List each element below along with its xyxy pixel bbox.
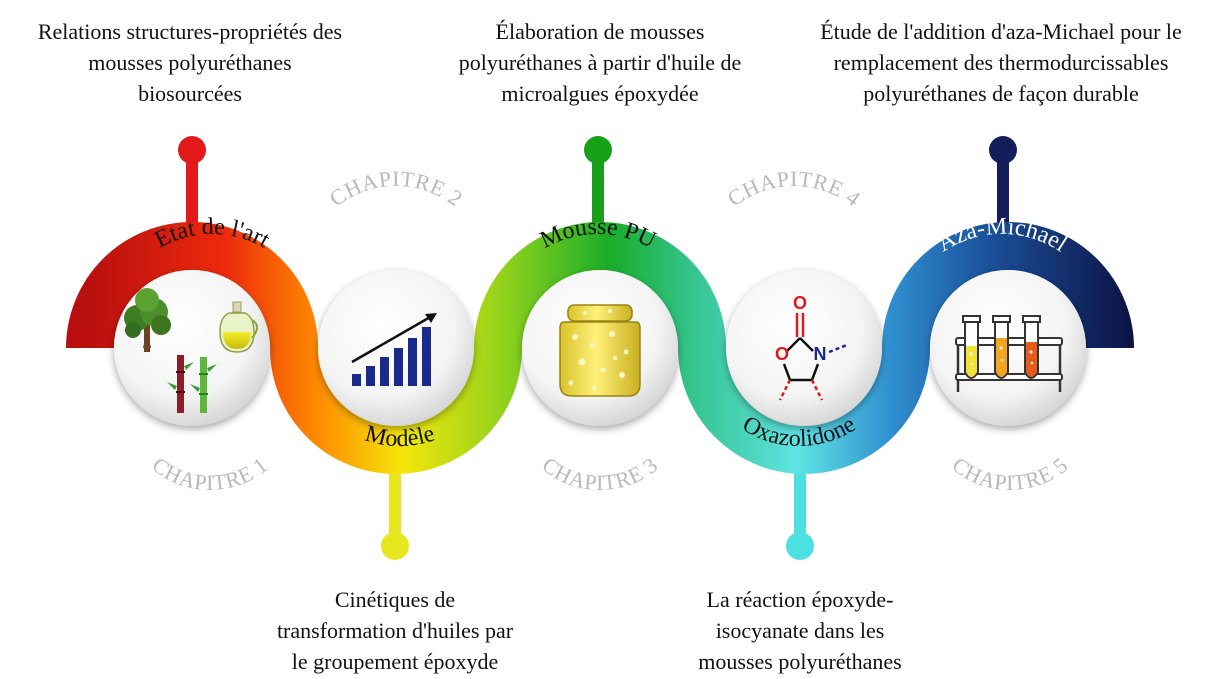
chapter-3-description-line: polyuréthanes à partir d'huile de xyxy=(458,50,742,75)
chapter-5-description: Étude de l'addition d'aza-Michael pour l… xyxy=(785,16,1217,109)
chapter-3-number-label: CHAPITRE 3 xyxy=(538,452,663,495)
chapter-2-description-line: le groupement époxyde xyxy=(291,649,499,674)
chapter-2-description: Cinétiques de transformation d'huiles pa… xyxy=(225,584,565,677)
atom-n: N xyxy=(814,344,827,364)
bamboo-icon xyxy=(167,355,217,413)
atom-o-ring: O xyxy=(775,344,789,364)
chapter-1-number-label: CHAPITRE 1 xyxy=(148,452,273,495)
tree-icon xyxy=(124,288,171,352)
chapter-4-description-line: mousses polyuréthanes xyxy=(698,649,902,674)
chapter-4-pin xyxy=(786,460,814,560)
chapter-4-description-line: La réaction époxyde- xyxy=(706,587,894,612)
chapter-3-description: Élaboration de mousses polyuréthanes à p… xyxy=(405,16,795,109)
chapter-4-disc xyxy=(726,270,882,426)
chapter-4-description-line: isocyanate dans les xyxy=(715,618,885,643)
oxazolidone-molecule-icon: O O N xyxy=(775,293,848,401)
rising-bar-chart-icon xyxy=(351,313,437,386)
chapter-2-description-line: Cinétiques de xyxy=(334,587,456,612)
chapter-3-description-line: Élaboration de mousses xyxy=(495,19,705,44)
chapter-5-number-label: CHAPITRE 5 xyxy=(948,452,1073,495)
chapter-2-pin xyxy=(381,460,409,560)
chapter-5-description-line: remplacement des thermodurcissables xyxy=(833,50,1169,75)
chapter-5-description-line: polyuréthanes de façon durable xyxy=(863,81,1139,106)
chapter-4-description: La réaction époxyde- isocyanate dans les… xyxy=(630,584,970,677)
chapter-2-description-line: transformation d'huiles par xyxy=(276,618,514,643)
timeline-band xyxy=(66,222,1134,474)
oil-bottle-icon xyxy=(219,301,258,353)
chapter-1-description-line: Relations structures-propriétés des xyxy=(37,19,343,44)
chapter-2-number-label: CHAPITRE 2 xyxy=(325,166,468,211)
test-tubes-icon xyxy=(955,315,1063,392)
chapter-1-description-line: mousses polyuréthanes xyxy=(88,50,292,75)
chapter-1-description: Relations structures-propriétés des mous… xyxy=(0,16,380,109)
chapter-1-description-line: biosourcées xyxy=(138,81,242,106)
atom-o-top: O xyxy=(793,293,807,313)
chapter-5-description-line: Étude de l'addition d'aza-Michael pour l… xyxy=(820,19,1182,44)
foam-jar-icon xyxy=(559,304,641,397)
chapter-3-description-line: microalgues époxydée xyxy=(501,81,699,106)
chapter-4-number-label: CHAPITRE 4 xyxy=(723,166,866,211)
